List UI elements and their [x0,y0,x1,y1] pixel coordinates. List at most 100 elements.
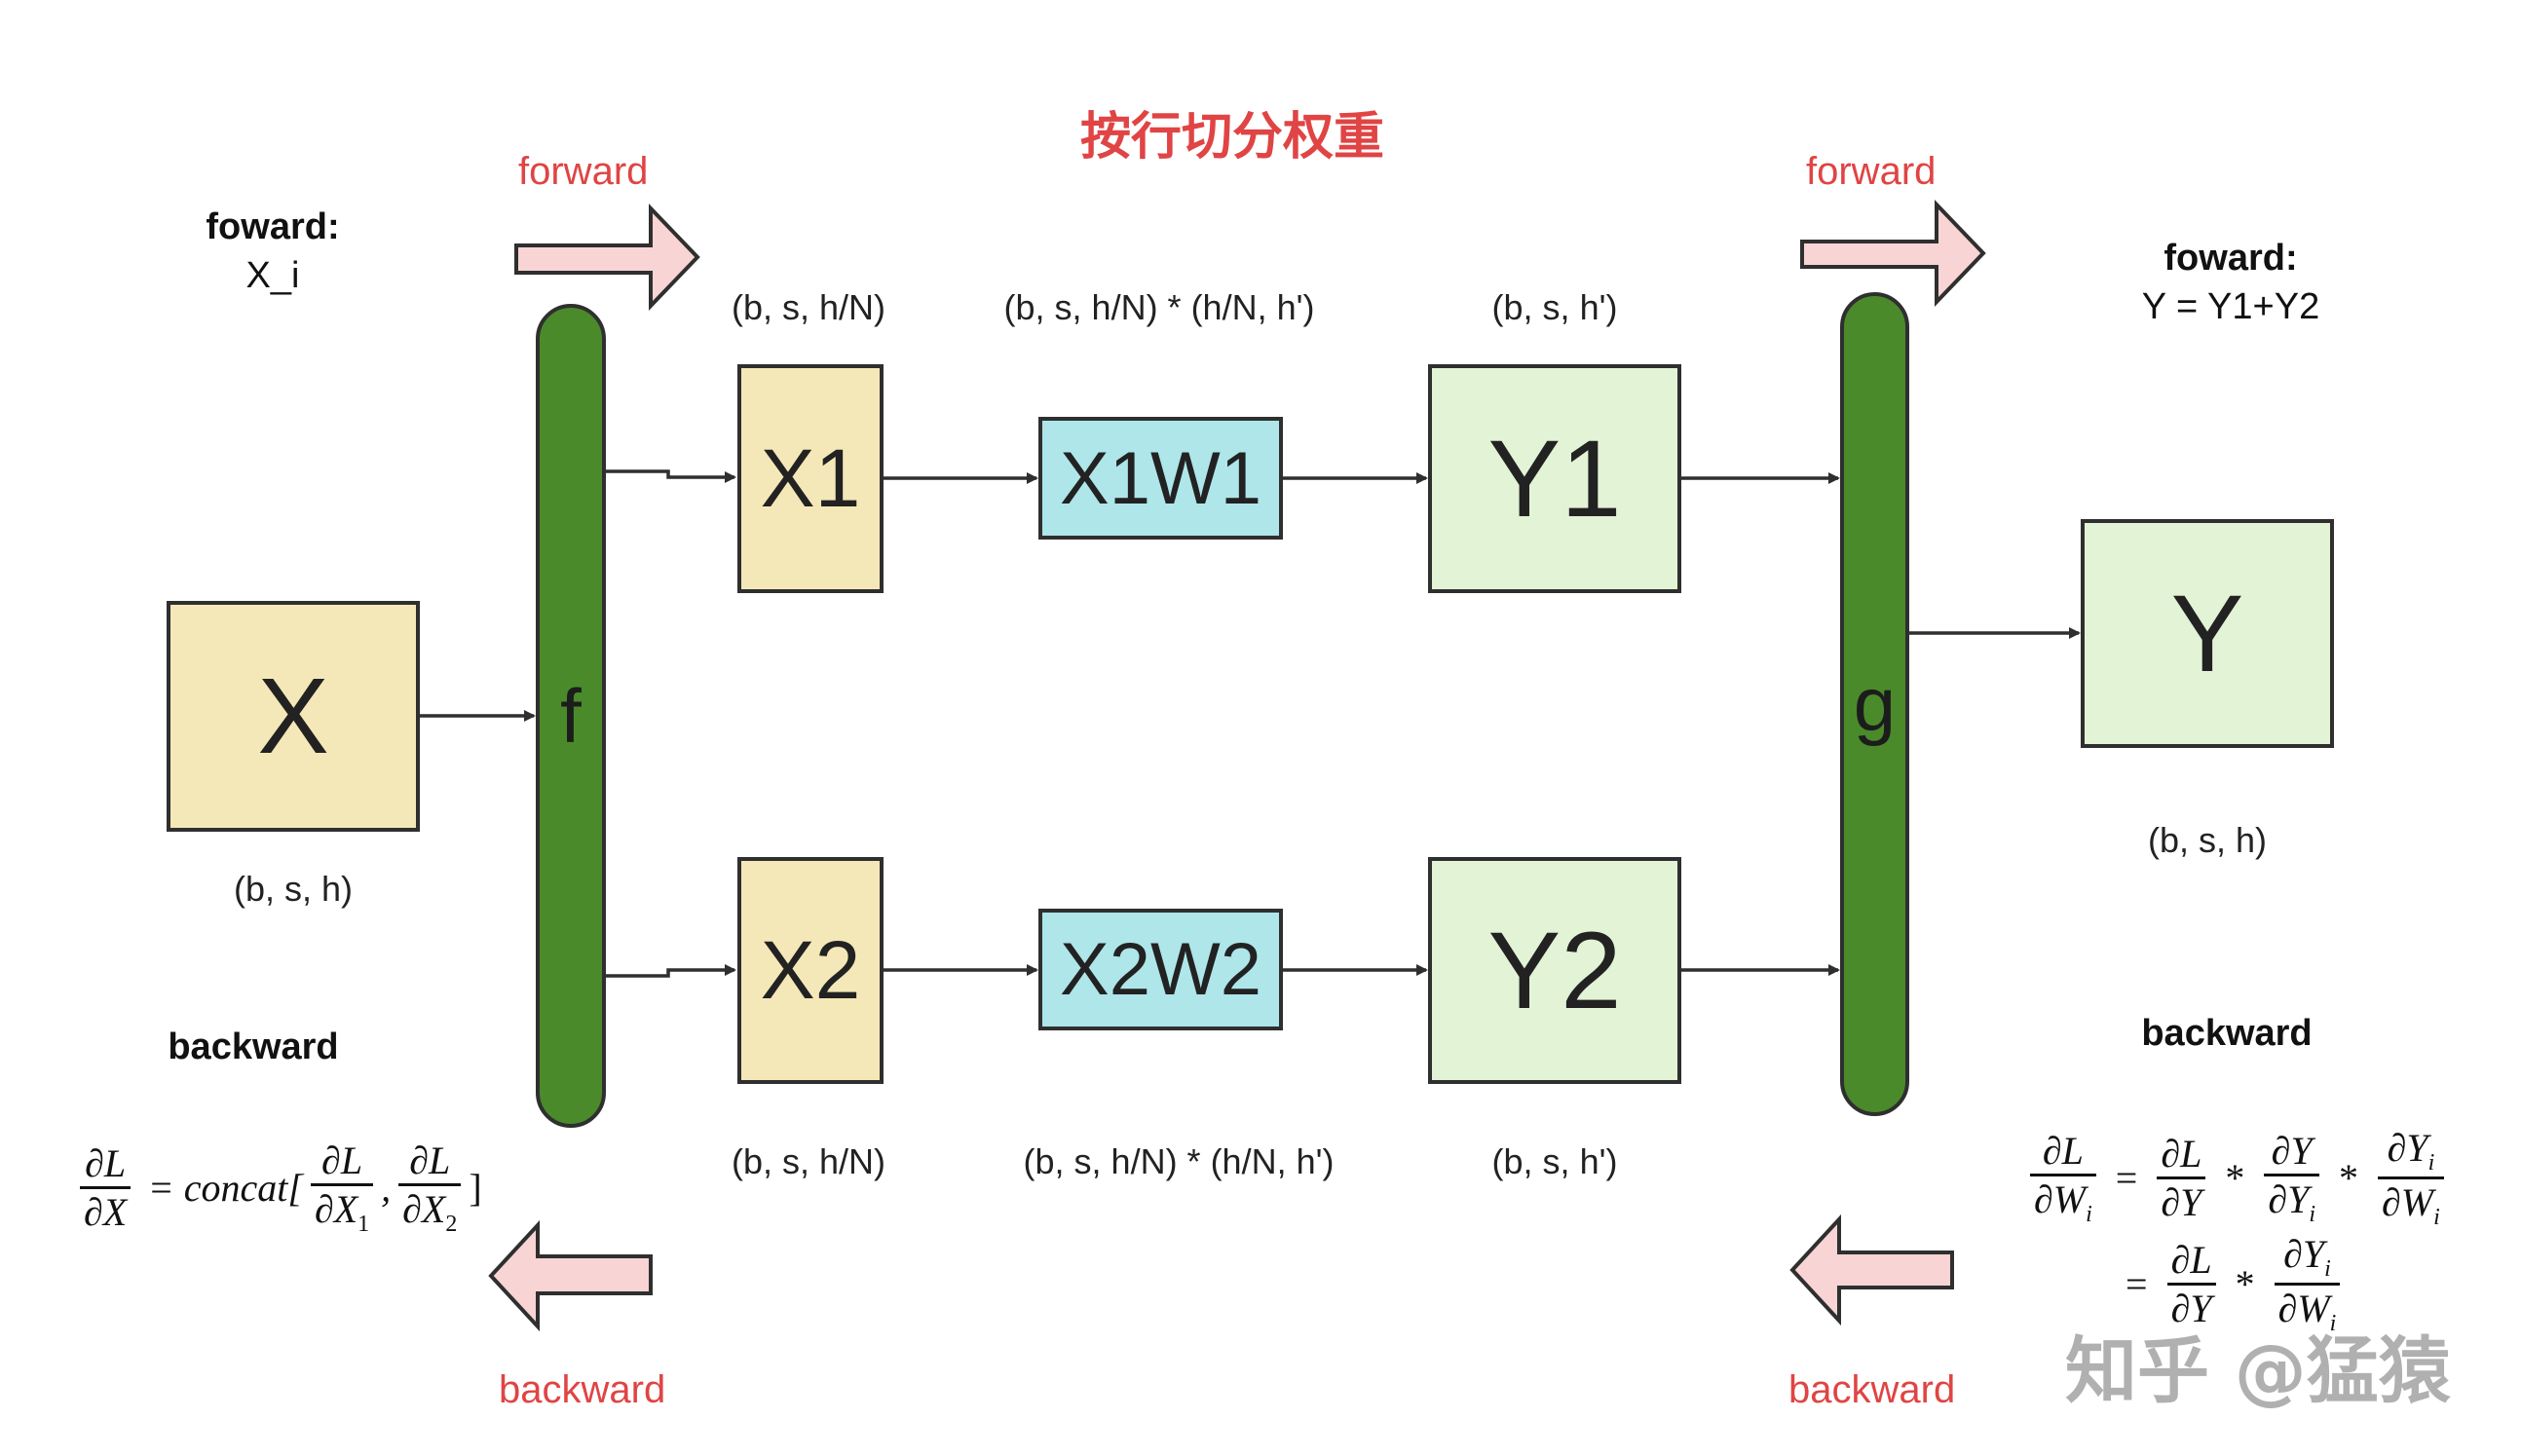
concat-function: concat[ [183,1166,303,1210]
split-box-x1-label: X1 [760,432,861,524]
operator-f[interactable]: f [536,304,606,1128]
output-shape-label: (b, s, h) [2147,820,2268,860]
fraction: ∂Yi ∂Wi [2378,1125,2444,1231]
subscript: 2 [445,1212,458,1237]
formula-line-1: ∂L ∂Wi = ∂L ∂Y * ∂Y ∂Yi * ∂Yi ∂Wi [2022,1125,2452,1231]
denominator-base: ∂W [2382,1180,2434,1224]
subscript: i [2086,1202,2092,1227]
forward-note-left: foward: X_i [175,203,370,300]
output-box-y1[interactable]: Y1 [1428,364,1681,593]
output-box-y2[interactable]: Y2 [1428,857,1681,1084]
forward-label-left: forward [518,150,649,193]
denominator-base: ∂X [402,1187,446,1231]
denominator-base: ∂X [314,1187,358,1231]
fraction: ∂Y ∂Yi [2264,1128,2320,1228]
forward-note-right-value: Y = Y1+Y2 [2141,286,2320,327]
output-box-y2-label: Y2 [1487,910,1622,1031]
multiply-sign: * [2235,1262,2255,1306]
multiply-sign: * [2339,1156,2359,1200]
denominator: ∂Y [2157,1176,2206,1225]
forward-note-right: foward: Y = Y1+Y2 [2104,234,2357,331]
denominator: ∂Wi [2030,1174,2096,1228]
formula-line-2: = ∂L ∂Y * ∂Yi ∂Wi [2114,1231,2348,1337]
forward-label-right: forward [1806,150,1937,193]
multiply-sign: * [2225,1156,2245,1200]
backward-formula-left: ∂L ∂X = concat[ ∂L ∂X1 , ∂L ∂X2 ] [72,1138,482,1238]
subscript: i [2324,1256,2331,1282]
denominator: ∂X [80,1186,132,1235]
operator-g[interactable]: g [1840,292,1909,1116]
diagram-title: 按行切分权重 [1079,108,1384,167]
numerator: ∂Y [2271,1129,2313,1173]
subscript: i [2309,1202,2316,1227]
x2-shape-label: (b, s, h/N) [731,1141,886,1181]
subscript: 1 [357,1212,370,1237]
x2w2-shape-label: (b, s, h/N) * (h/N, h') [1023,1141,1335,1181]
numerator: ∂Yi [2279,1231,2335,1283]
close-bracket: ] [469,1166,482,1210]
fraction: ∂L ∂Y [2166,1237,2216,1331]
denominator: ∂Wi [2274,1283,2341,1337]
fraction: ∂L ∂Wi [2030,1128,2096,1228]
backward-formula-right: ∂L ∂Wi = ∂L ∂Y * ∂Y ∂Yi * ∂Yi ∂Wi = ∂L [2022,1125,2452,1337]
equals-sign: = [2126,1262,2148,1306]
equals-sign: = [2115,1156,2138,1200]
operator-f-label: f [560,672,582,759]
matmul-box-x1w1-label: X1W1 [1060,436,1261,520]
split-box-x2[interactable]: X2 [737,857,884,1084]
denominator: ∂Y [2166,1283,2216,1331]
numerator: ∂L [2161,1132,2202,1176]
output-box-y-label: Y [2170,573,2244,694]
numerator: ∂L [2042,1129,2084,1173]
numerator-base: ∂Y [2387,1126,2428,1170]
y2-shape-label: (b, s, h') [1491,1141,1618,1181]
backward-label-right: backward [1788,1368,1956,1411]
split-box-x1[interactable]: X1 [737,364,884,593]
y1-shape-label: (b, s, h') [1491,287,1618,327]
denominator: ∂Yi [2264,1174,2320,1228]
fraction: ∂L ∂X [80,1140,132,1235]
numerator: ∂L [2170,1238,2212,1282]
forward-arrow-right [1800,200,1986,307]
denominator: ∂Wi [2378,1176,2444,1231]
fraction: ∂L ∂X1 [310,1138,374,1238]
numerator-base: ∂Y [2283,1232,2325,1276]
wire-f-to-x1 [605,469,736,483]
forward-note-left-value: X_i [245,255,300,296]
denominator-base: ∂W [2034,1177,2087,1221]
input-box-x[interactable]: X [167,601,420,832]
input-box-x-label: X [257,656,329,776]
numerator: ∂Yi [2384,1125,2439,1176]
backward-note-right: backward [2141,1013,2313,1054]
equals-sign: = [150,1166,172,1210]
comma: , [381,1166,392,1210]
subscript: i [2427,1150,2435,1176]
forward-arrow-left [514,204,700,311]
forward-note-left-title: foward: [206,206,340,247]
fraction: ∂L ∂Y [2157,1131,2206,1225]
numerator: ∂L [321,1139,363,1182]
operator-g-label: g [1853,660,1897,747]
matmul-box-x1w1[interactable]: X1W1 [1038,417,1283,540]
wire-f-to-x2 [605,964,736,978]
backward-arrow-left [488,1219,653,1332]
subscript: i [2329,1311,2337,1336]
split-box-x2-label: X2 [760,924,861,1016]
output-box-y[interactable]: Y [2081,519,2334,748]
denominator: ∂X2 [398,1183,462,1238]
denominator: ∂X1 [310,1183,374,1238]
subscript: i [2433,1205,2440,1230]
matmul-box-x2w2-label: X2W2 [1060,928,1261,1011]
numerator: ∂L [85,1141,127,1185]
numerator: ∂L [409,1139,451,1182]
fraction: ∂Yi ∂Wi [2274,1231,2341,1337]
fraction: ∂L ∂X2 [398,1138,462,1238]
x1w1-shape-label: (b, s, h/N) * (h/N, h') [1003,287,1315,327]
matmul-box-x2w2[interactable]: X2W2 [1038,909,1283,1030]
denominator-base: ∂W [2277,1287,2330,1330]
backward-arrow-right [1789,1213,1954,1326]
watermark: 知乎 @猛猿 [2065,1329,2451,1413]
forward-note-right-title: foward: [2164,238,2298,279]
